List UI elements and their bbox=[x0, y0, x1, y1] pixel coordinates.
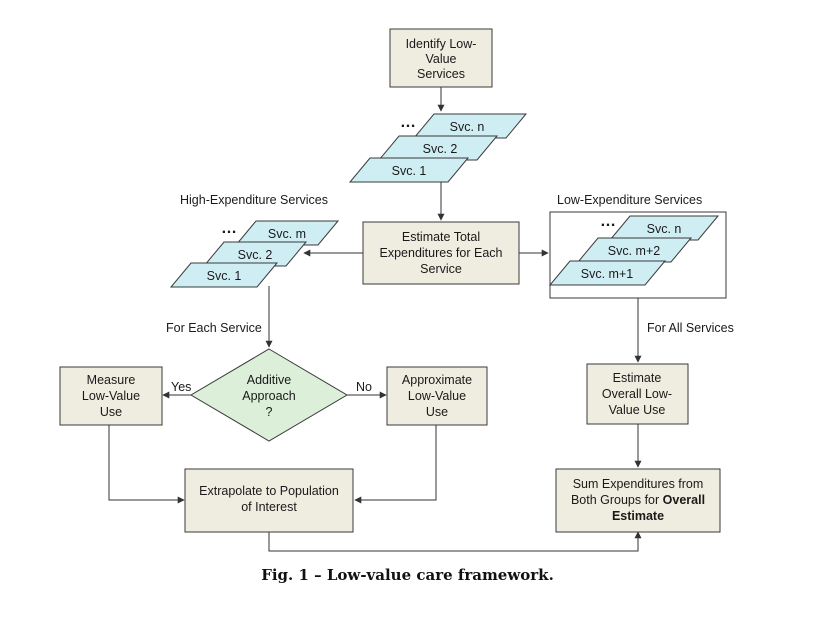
high-stack-svc-2-label: Svc. 2 bbox=[238, 248, 273, 262]
approximate-line-1: Approximate bbox=[402, 373, 472, 387]
sum-line-2-plain: Both Groups for bbox=[571, 493, 663, 507]
high-stack-heading: High-Expenditure Services bbox=[180, 193, 328, 207]
low-stack-svc-n bbox=[608, 215, 720, 241]
estimate-total-node: Estimate Total Expenditures for Each Ser… bbox=[362, 221, 520, 285]
approximate-node: Approximate Low-Value Use bbox=[386, 366, 488, 426]
edge-measure-to-extrapolate bbox=[108, 425, 185, 504]
high-stack-svc-m bbox=[234, 220, 340, 246]
measure-node: Measure Low-Value Use bbox=[59, 366, 163, 426]
additive-line-2: Approach bbox=[242, 389, 296, 403]
estimate-total-line-2: Expenditures for Each bbox=[380, 246, 503, 260]
sum-node: Sum Expenditures from Both Groups for Ov… bbox=[555, 468, 721, 533]
low-stack-svc-m1 bbox=[548, 260, 667, 286]
edge-label-for-all-services: For All Services bbox=[647, 321, 734, 335]
identify-line-2: Value bbox=[425, 52, 456, 66]
top-stack-svc-n bbox=[412, 113, 528, 139]
extrapolate-line-1: Extrapolate to Population bbox=[199, 484, 339, 498]
top-stack-svc-1 bbox=[348, 157, 470, 183]
high-stack-svc-1 bbox=[169, 262, 279, 288]
high-stack-ellipsis: … bbox=[221, 220, 237, 237]
measure-line-3: Use bbox=[100, 405, 122, 419]
edge-approximate-to-extrapolate bbox=[354, 425, 437, 504]
estimate-overall-node: Estimate Overall Low- Value Use bbox=[586, 363, 689, 425]
approximate-line-3: Use bbox=[426, 405, 448, 419]
estimate-overall-line-2: Overall Low- bbox=[602, 387, 672, 401]
edges bbox=[108, 87, 642, 552]
measure-line-1: Measure bbox=[87, 373, 136, 387]
estimate-total-line-3: Service bbox=[420, 262, 462, 276]
low-service-stack: Low-Expenditure Services … Svc. n Svc. m… bbox=[548, 193, 727, 299]
identify-line-3: Services bbox=[417, 67, 465, 81]
additive-line-3: ? bbox=[266, 405, 273, 419]
identify-node: Identify Low- Value Services bbox=[389, 28, 493, 88]
low-stack-svc-m1-label: Svc. m+1 bbox=[581, 267, 633, 281]
high-stack-svc-2 bbox=[202, 241, 308, 267]
high-service-stack: High-Expenditure Services … Svc. m Svc. … bbox=[169, 193, 340, 288]
extrapolate-node: Extrapolate to Population of Interest bbox=[184, 468, 354, 533]
edge-label-no: No bbox=[356, 380, 372, 394]
low-stack-svc-m2-label: Svc. m+2 bbox=[608, 244, 660, 258]
top-service-stack: … Svc. n Svc. 2 Svc. 1 bbox=[348, 113, 528, 183]
top-stack-ellipsis: … bbox=[400, 114, 416, 131]
additive-decision: Additive Approach ? bbox=[190, 348, 348, 442]
additive-line-1: Additive bbox=[247, 373, 292, 387]
edge-label-yes: Yes bbox=[171, 380, 191, 394]
low-stack-heading: Low-Expenditure Services bbox=[557, 193, 702, 207]
top-stack-svc-1-label: Svc. 1 bbox=[392, 164, 427, 178]
sum-line-2-bold: Overall bbox=[663, 493, 705, 507]
extrapolate-line-2: of Interest bbox=[241, 500, 297, 514]
approximate-line-2: Low-Value bbox=[408, 389, 466, 403]
low-stack-ellipsis: … bbox=[600, 213, 616, 230]
estimate-total-line-1: Estimate Total bbox=[402, 230, 480, 244]
low-stack-svc-n-label: Svc. n bbox=[647, 222, 682, 236]
identify-line-1: Identify Low- bbox=[406, 37, 477, 51]
low-stack-svc-m2 bbox=[576, 237, 693, 263]
figure-caption: Fig. 1 – Low-value care framework. bbox=[261, 566, 554, 584]
sum-line-1: Sum Expenditures from bbox=[573, 477, 704, 491]
measure-line-2: Low-Value bbox=[82, 389, 140, 403]
high-stack-svc-m-label: Svc. m bbox=[268, 227, 306, 241]
high-stack-svc-1-label: Svc. 1 bbox=[207, 269, 242, 283]
estimate-overall-line-3: Value Use bbox=[609, 403, 666, 417]
edge-label-for-each-service: For Each Service bbox=[166, 321, 262, 335]
sum-line-2: Both Groups for Overall bbox=[571, 493, 705, 507]
edge-extrapolate-to-sum bbox=[268, 531, 642, 552]
sum-line-3: Estimate bbox=[612, 509, 664, 523]
top-stack-svc-n-label: Svc. n bbox=[450, 120, 485, 134]
top-stack-svc-2 bbox=[377, 135, 499, 161]
top-stack-svc-2-label: Svc. 2 bbox=[423, 142, 458, 156]
estimate-overall-line-1: Estimate bbox=[613, 371, 662, 385]
